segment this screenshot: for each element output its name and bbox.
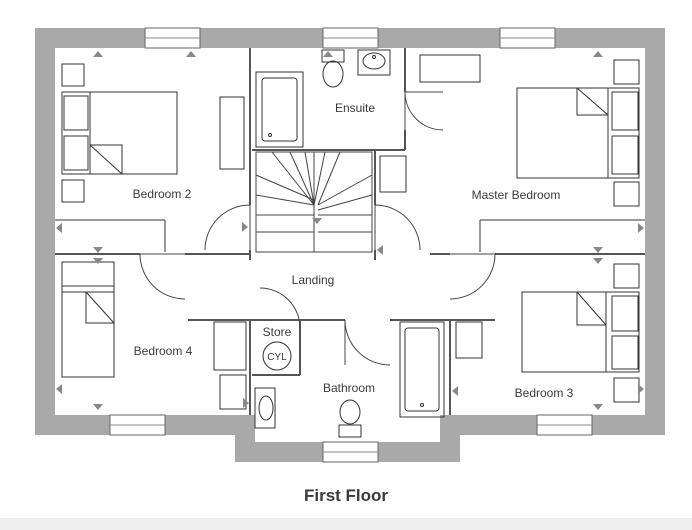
cylinder-icon xyxy=(262,341,292,371)
ensuite-fixtures xyxy=(255,49,481,148)
room-label-bathroom: Bathroom xyxy=(323,381,375,395)
room-label-ensuite: Ensuite xyxy=(335,101,375,115)
room-label-bedroom-3: Bedroom 3 xyxy=(515,386,574,400)
interior-walls xyxy=(55,48,645,415)
bedroom3-furniture xyxy=(455,263,640,403)
cylinder-label: CYL xyxy=(267,352,287,363)
floor-title: First Floor xyxy=(303,486,389,505)
staircase xyxy=(255,151,373,253)
room-label-landing: Landing xyxy=(292,273,335,287)
room-label-bedroom-2: Bedroom 2 xyxy=(133,187,192,201)
footer-bar xyxy=(0,518,692,530)
exterior-walls xyxy=(35,28,665,462)
room-label-store: Store xyxy=(263,325,292,339)
room-label-bedroom-4: Bedroom 4 xyxy=(134,344,193,358)
doors xyxy=(139,91,496,366)
master-furniture xyxy=(379,59,645,252)
bedroom2-furniture xyxy=(55,63,245,252)
bathroom-fixtures xyxy=(254,321,445,438)
vent-markers xyxy=(56,51,644,410)
bedroom4-furniture xyxy=(61,261,247,410)
room-label-master-bedroom: Master Bedroom xyxy=(472,188,561,202)
